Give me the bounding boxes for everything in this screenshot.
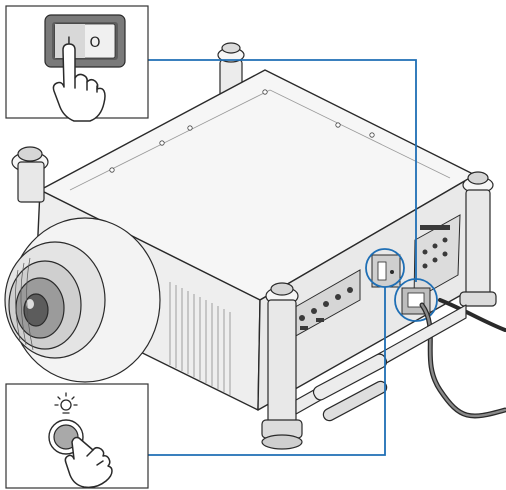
light-bulb-icon bbox=[54, 392, 78, 414]
projector bbox=[4, 42, 506, 450]
front-vent-grille bbox=[169, 282, 231, 395]
lens-ring-grips bbox=[15, 257, 34, 351]
body-main-power-switch bbox=[371, 254, 401, 288]
projector-lens bbox=[4, 217, 161, 383]
power-cord-2 bbox=[438, 298, 506, 332]
pressing-hand-icon bbox=[64, 436, 113, 489]
top-panel-seams bbox=[69, 89, 451, 191]
callout-main-power-switch: I O bbox=[5, 5, 149, 122]
leader-line-switch bbox=[148, 59, 417, 282]
leader-line-button bbox=[148, 287, 386, 456]
pointing-hand-icon bbox=[52, 43, 106, 122]
callout-power-button bbox=[5, 383, 149, 489]
front-left-leg bbox=[11, 146, 49, 203]
power-button-icon bbox=[48, 419, 84, 455]
power-cord bbox=[419, 302, 506, 419]
leader-lines bbox=[148, 59, 417, 456]
top-screws bbox=[109, 89, 375, 173]
connector-panel bbox=[289, 214, 461, 339]
front-right-leg bbox=[261, 282, 303, 450]
switch-off-mark: O bbox=[89, 35, 100, 51]
rear-right-leg bbox=[459, 171, 497, 307]
rear-left-leg bbox=[217, 42, 245, 101]
lower-frame bbox=[295, 304, 467, 422]
power-switch-icon: I O bbox=[44, 14, 126, 68]
switch-on-mark: I bbox=[67, 35, 71, 51]
